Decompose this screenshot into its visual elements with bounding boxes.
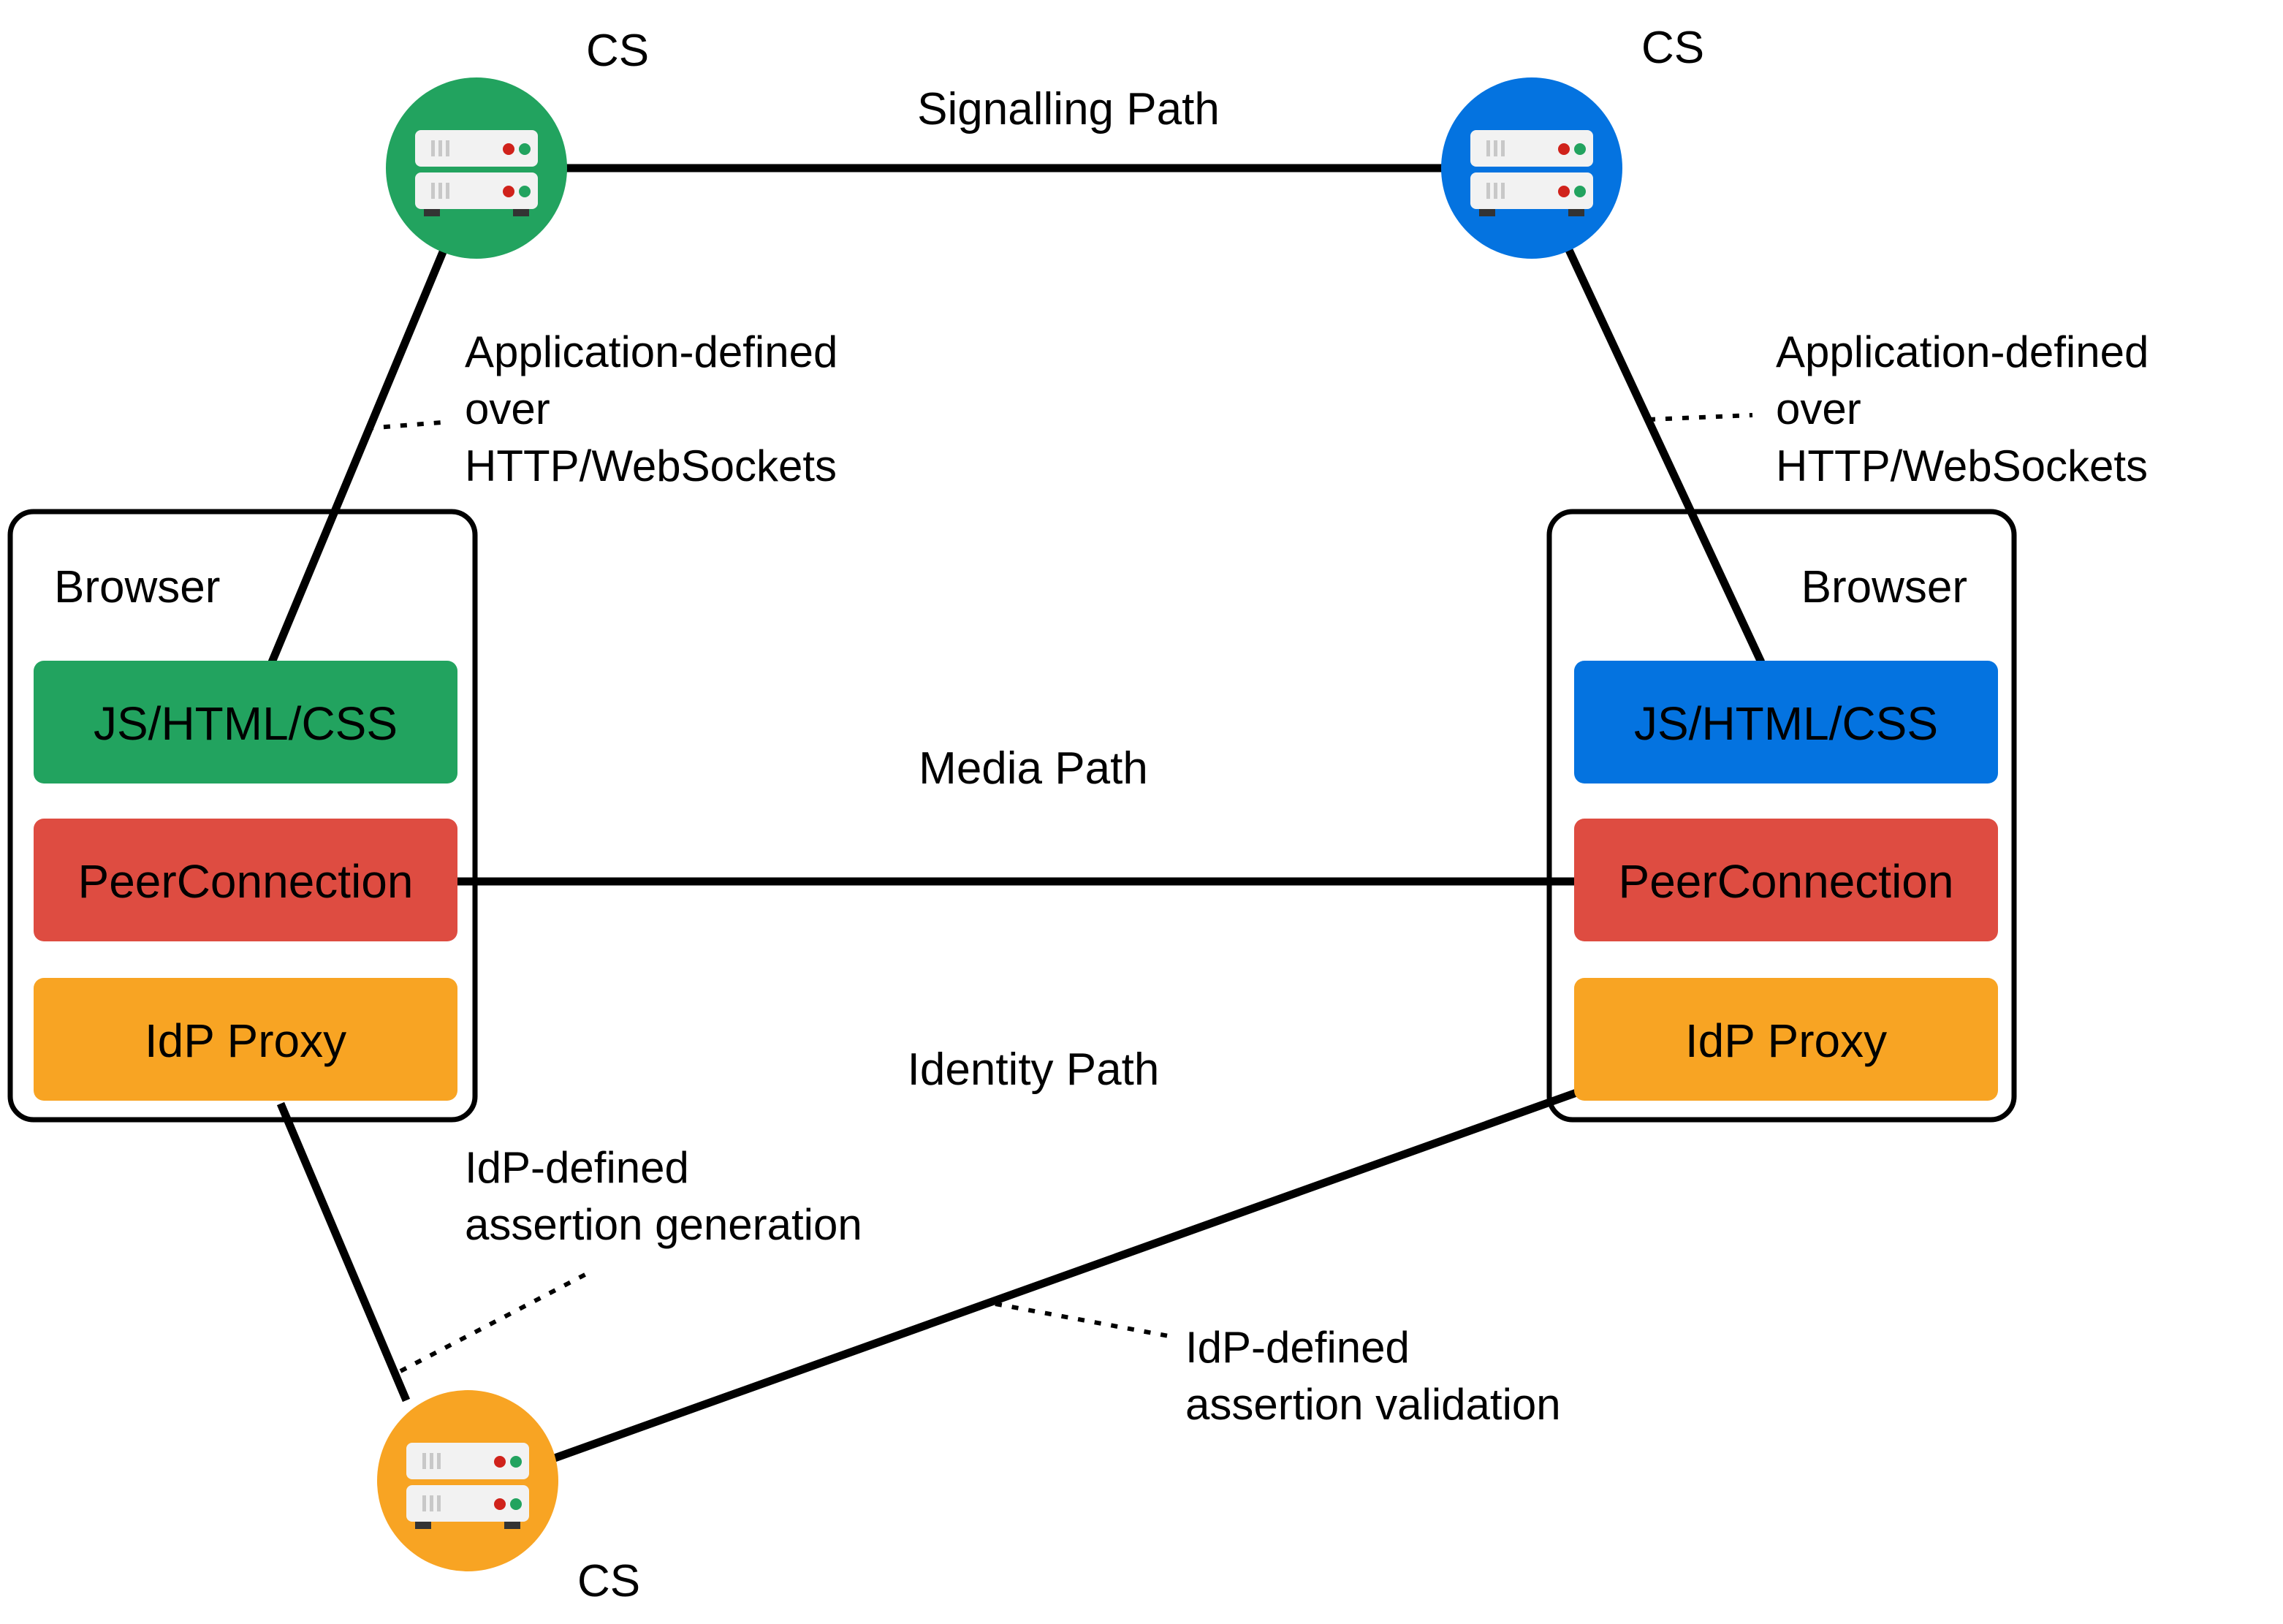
cs-top-right-node: CS [1441, 23, 1704, 259]
cs-top-right-label: CS [1641, 23, 1704, 73]
right-idp-layer-label: IdP Proxy [1685, 1014, 1887, 1067]
transport-right-annotation: Application-defined over HTTP/WebSockets [1776, 327, 2161, 490]
server-icon [406, 1443, 529, 1529]
right-transport-line [1565, 246, 1765, 664]
browser-right-title: Browser [1801, 562, 1967, 612]
cs-top-left-node: CS [386, 26, 649, 259]
cs-bottom-circle [377, 1390, 558, 1571]
left-idp-layer [34, 978, 457, 1101]
right-peer-layer [1574, 819, 1998, 941]
right-peer-layer-label: PeerConnection [1619, 855, 1954, 908]
right-idp-layer [1574, 978, 1998, 1101]
right-app-layer [1574, 661, 1998, 783]
right-identity-line [551, 1088, 1580, 1463]
left-idp-layer-label: IdP Proxy [145, 1014, 346, 1067]
left-transport-line [267, 246, 449, 664]
left-peer-layer-label: PeerConnection [78, 855, 414, 908]
browser-right: Browser JS/HTML/CSS PeerConnection IdP P… [1546, 509, 2017, 1123]
cs-top-left-circle [386, 77, 567, 259]
left-transport-leader [366, 420, 442, 430]
left-app-layer [34, 661, 457, 783]
left-app-layer-label: JS/HTML/CSS [94, 697, 398, 750]
browser-left: Browser JS/HTML/CSS PeerConnection IdP P… [7, 509, 478, 1123]
left-peer-layer [34, 819, 457, 941]
transport-left-annotation: Application-defined over HTTP/WebSockets [465, 327, 850, 490]
media-path-label: Media Path [919, 743, 1148, 794]
cs-top-right-circle [1441, 77, 1622, 259]
cs-bottom-label: CS [577, 1556, 640, 1606]
assertion-generation-leader [399, 1268, 595, 1373]
right-app-layer-label: JS/HTML/CSS [1634, 697, 1938, 750]
server-icon [1470, 130, 1593, 216]
left-identity-line [276, 1101, 411, 1403]
browser-right-frame [1546, 509, 2017, 1123]
browser-left-title: Browser [54, 562, 220, 612]
identity-path-label: Identity Path [908, 1044, 1160, 1095]
browser-left-frame [7, 509, 478, 1123]
assertion-generation-annotation: IdP-defined assertion generation [465, 1143, 862, 1249]
assertion-validation-leader [995, 1302, 1177, 1340]
right-transport-leader [1648, 413, 1753, 422]
signalling-path-label: Signalling Path [917, 84, 1220, 134]
assertion-validation-annotation: IdP-defined assertion validation [1185, 1323, 1561, 1429]
cs-top-left-label: CS [586, 26, 649, 76]
server-icon [415, 130, 538, 216]
cs-bottom-node: CS [377, 1390, 640, 1606]
